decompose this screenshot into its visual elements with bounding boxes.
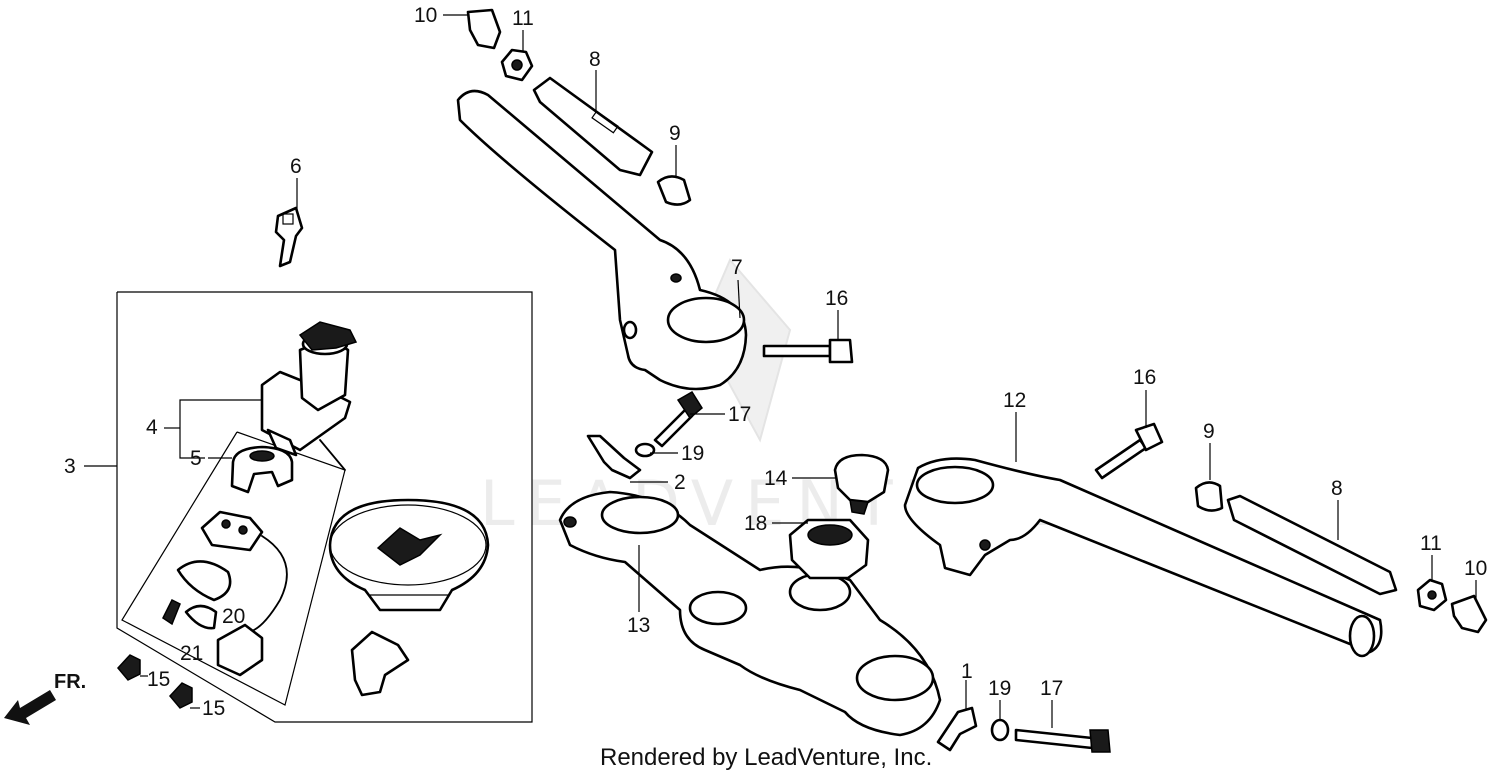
stem-nut bbox=[788, 518, 870, 580]
front-direction-arrow: FR. bbox=[4, 671, 86, 725]
assembly-outline bbox=[116, 291, 533, 723]
ignition-switch bbox=[260, 321, 358, 471]
callout-19b: 19 bbox=[988, 677, 1011, 700]
ignition-switch-assembly bbox=[116, 206, 533, 723]
screw-small bbox=[162, 598, 181, 626]
left-handlebar bbox=[456, 89, 748, 391]
key bbox=[274, 206, 304, 268]
collar-left bbox=[656, 175, 692, 206]
clip-2 bbox=[586, 434, 642, 480]
callout-9b: 9 bbox=[1203, 420, 1215, 443]
callout-18: 18 bbox=[744, 512, 767, 535]
collar-right bbox=[1194, 481, 1224, 512]
washer-19-lower bbox=[990, 718, 1010, 742]
callout-11b: 11 bbox=[1420, 532, 1442, 555]
callout-12: 12 bbox=[1003, 389, 1026, 412]
bar-end-nut-right bbox=[1416, 578, 1448, 612]
bar-end-nut-left bbox=[500, 48, 534, 82]
callout-11: 11 bbox=[512, 7, 534, 30]
callout-9: 9 bbox=[669, 122, 681, 145]
callout-8b: 8 bbox=[1331, 477, 1343, 500]
callout-13: 13 bbox=[627, 614, 650, 637]
stem-cap bbox=[833, 453, 890, 515]
bolt-15a bbox=[117, 654, 141, 681]
callouts: 10 11 8 9 6 7 16 4 5 3 17 19 2 14 18 12 … bbox=[64, 4, 1487, 720]
switch-collar bbox=[230, 445, 294, 494]
bolt-16-lower bbox=[1094, 422, 1164, 480]
callout-19: 19 bbox=[681, 442, 704, 465]
callout-16: 16 bbox=[825, 287, 848, 310]
bar-end-weight-left bbox=[532, 76, 654, 177]
bolt-16-upper bbox=[762, 338, 854, 364]
callout-21: 21 bbox=[180, 642, 203, 665]
callout-2: 2 bbox=[674, 471, 686, 494]
washer-19-upper bbox=[634, 442, 656, 458]
callout-1: 1 bbox=[961, 660, 973, 683]
front-arrow-icon bbox=[4, 690, 56, 725]
bolt-17-lower bbox=[1014, 728, 1111, 753]
wiring-harness bbox=[200, 510, 288, 677]
callout-4: 4 bbox=[146, 416, 158, 439]
bolt-17-upper bbox=[653, 390, 703, 448]
clip-small bbox=[184, 604, 218, 630]
callout-17b: 17 bbox=[1040, 677, 1063, 700]
ignition-cover bbox=[328, 498, 490, 612]
callout-10b: 10 bbox=[1464, 557, 1487, 580]
callout-5: 5 bbox=[190, 447, 202, 470]
sub-assembly-outline bbox=[121, 431, 346, 706]
leader-lines bbox=[84, 14, 1477, 728]
callout-10: 10 bbox=[414, 4, 437, 27]
callout-14: 14 bbox=[764, 467, 788, 490]
callout-15: 15 bbox=[147, 668, 170, 691]
callout-20: 20 bbox=[222, 605, 245, 628]
bar-end-clip-right bbox=[1450, 594, 1488, 634]
bolt-15b bbox=[169, 682, 193, 709]
clip bbox=[176, 560, 232, 602]
bar-end-clip-left bbox=[466, 8, 502, 50]
callout-16b: 16 bbox=[1133, 366, 1156, 389]
credit-text: Rendered by LeadVenture, Inc. bbox=[600, 744, 932, 771]
right-handlebar bbox=[903, 457, 1383, 658]
bar-end-weight-right bbox=[1226, 494, 1398, 596]
callout-15b: 15 bbox=[202, 697, 225, 720]
top-bridge bbox=[558, 490, 942, 737]
callout-17: 17 bbox=[728, 403, 751, 426]
front-arrow-label: FR. bbox=[54, 671, 86, 693]
callout-7: 7 bbox=[731, 256, 743, 279]
clip-1 bbox=[936, 706, 978, 752]
callout-3: 3 bbox=[64, 455, 76, 478]
mount-bracket bbox=[350, 630, 410, 697]
callout-8: 8 bbox=[589, 48, 601, 71]
callout-6: 6 bbox=[290, 155, 302, 178]
